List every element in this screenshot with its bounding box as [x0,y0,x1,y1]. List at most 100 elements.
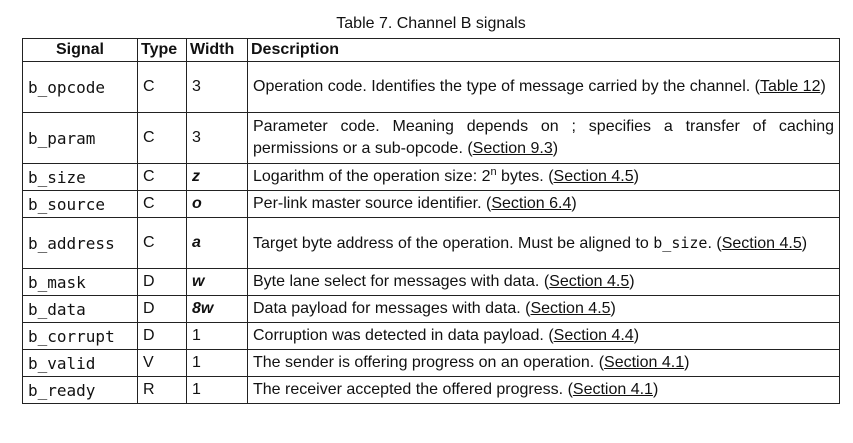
signal-name: b_opcode [22,61,138,113]
channel-b-signals-table: Signal Type Width Description b_opcode C… [22,38,840,404]
table-row: b_data D 8w Data payload for messages wi… [22,295,840,323]
signal-width: a [186,217,248,269]
signal-name: b_source [22,190,138,218]
ref-close: ) [652,381,659,398]
table-row: b_source C o Per-link master source iden… [22,190,840,218]
reference-link[interactable]: Table 12 [759,78,821,95]
signal-type: C [137,163,187,191]
ref-open: ( [716,234,722,252]
signal-description: Per-link master source identifier. (Sect… [247,190,840,218]
description-text: Corruption was detected in data payload. [253,327,544,344]
description-superscript: n [490,166,497,178]
description-text: The receiver accepted the offered progre… [253,381,564,398]
signal-name: b_address [22,217,138,269]
table-row: b_address C a Target byte address of the… [22,217,840,269]
table-caption: Table 7. Channel B signals [336,15,526,32]
signal-width: 8w [186,295,248,323]
ref-close: ) [571,195,577,212]
description-text: Logarithm of the operation size: 2 [253,168,491,185]
signal-description: Corruption was detected in data payload.… [247,322,840,350]
header-description: Description [247,38,840,62]
signal-name: b_corrupt [22,322,138,350]
signal-type: D [137,322,187,350]
ref-close: ) [633,327,640,344]
signal-name: b_size [22,163,138,191]
table-row: b_opcode C 3 Operation code. Identifies … [22,61,840,113]
signal-width: 3 [186,61,248,113]
signal-description: Byte lane select for messages with data.… [247,268,840,296]
signal-name: b_data [22,295,138,323]
signal-width: 3 [186,112,248,164]
signal-type: D [137,295,187,323]
table-row: b_mask D w Byte lane select for messages… [22,268,840,296]
signal-name: b_valid [22,349,138,377]
signal-type: C [137,112,187,164]
ref-close: ) [629,273,635,290]
header-signal: Signal [22,38,138,62]
description-text: The sender is offering progress on an op… [253,354,595,371]
description-text-post: bytes. [496,168,544,185]
table-row: b_valid V 1 The sender is offering progr… [22,349,840,377]
signal-type: D [137,268,187,296]
ref-open: ( [543,273,550,290]
ref-close: ) [633,168,639,185]
ref-close: ) [801,234,808,252]
description-code: b_size [653,233,708,252]
signal-name: b_ready [22,376,138,404]
ref-open: ( [598,354,605,371]
signal-width: 1 [186,349,248,377]
signal-description: Logarithm of the operation size: 2n byte… [247,163,840,191]
reference-link[interactable]: Section 4.1 [604,354,685,371]
reference-link[interactable]: Section 4.5 [549,273,630,290]
reference-link[interactable]: Section 4.1 [572,381,653,398]
signal-name: b_param [22,112,138,164]
signal-width: 1 [186,322,248,350]
table-row: b_size C z Logarithm of the operation si… [22,163,840,191]
signal-width: z [186,163,248,191]
table-row: b_param C 3 Parameter code. Meaning depe… [22,112,840,164]
ref-close: ) [552,140,559,157]
signal-type: R [137,376,187,404]
signal-width: 1 [186,376,248,404]
signal-description: Operation code. Identifies the type of m… [247,61,840,113]
description-text-post: . [707,234,712,252]
table-row: b_ready R 1 The receiver accepted the of… [22,376,840,404]
signal-description: Parameter code. Meaning depends on ; spe… [247,112,840,164]
ref-open: ( [754,78,760,95]
signal-width: o [186,190,248,218]
ref-open: ( [485,195,492,212]
description-text: Parameter code. Meaning depends on ; spe… [253,118,834,157]
header-width: Width [186,38,248,62]
table-header-row: Signal Type Width Description [22,38,840,62]
description-text: Operation code. Identifies the type of m… [253,78,751,95]
signal-description: Target byte address of the operation. Mu… [247,217,840,269]
table-row: b_corrupt D 1 Corruption was detected in… [22,322,840,350]
signal-description: Data payload for messages with data. (Se… [247,295,840,323]
ref-close: ) [610,300,616,317]
reference-link[interactable]: Section 4.5 [553,168,634,185]
signal-type: C [137,217,187,269]
description-text: Data payload for messages with data. [253,300,521,317]
signal-type: C [137,190,187,218]
ref-open: ( [525,300,531,317]
signal-type: V [137,349,187,377]
header-type: Type [137,38,187,62]
ref-open: ( [548,168,554,185]
ref-open: ( [467,140,473,157]
signal-name: b_mask [22,268,138,296]
reference-link[interactable]: Section 6.4 [491,195,572,212]
signal-description: The receiver accepted the offered progre… [247,376,840,404]
reference-link[interactable]: Section 4.5 [721,234,802,252]
reference-link[interactable]: Section 4.5 [530,300,611,317]
description-text: Byte lane select for messages with data. [253,273,540,290]
description-text: Target byte address of the operation. Mu… [253,234,649,252]
ref-open: ( [567,381,573,398]
ref-close: ) [820,78,826,95]
signal-description: The sender is offering progress on an op… [247,349,840,377]
signal-width: w [186,268,248,296]
signal-type: C [137,61,187,113]
reference-link[interactable]: Section 4.4 [553,327,634,344]
ref-open: ( [548,327,554,344]
reference-link[interactable]: Section 9.3 [472,140,553,157]
description-text: Per-link master source identifier. [253,195,482,212]
